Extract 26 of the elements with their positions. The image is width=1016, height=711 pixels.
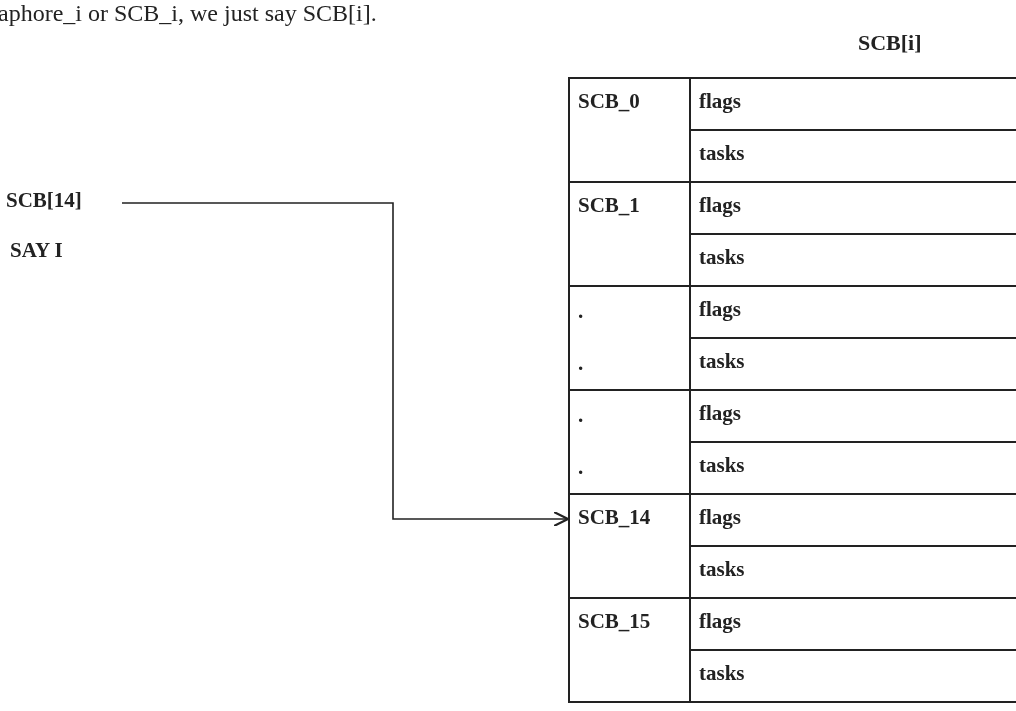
- pointer-label: SCB[14]: [5, 188, 82, 213]
- cell-text: flags: [698, 89, 741, 114]
- cell-text: tasks: [698, 661, 745, 686]
- cell-text: .: [577, 351, 584, 376]
- cell-text: tasks: [698, 245, 745, 270]
- cell-text: .: [577, 403, 584, 428]
- cell-text: flags: [698, 609, 741, 634]
- cell-text: SCB_1: [577, 193, 640, 218]
- cell-text: tasks: [698, 453, 745, 478]
- cell-text: SCB_15: [577, 609, 651, 634]
- cell-text: .: [577, 299, 584, 324]
- note-text: SAY I: [10, 238, 63, 263]
- cell-text: flags: [698, 505, 741, 530]
- table-title: SCB[i]: [858, 30, 922, 56]
- cell-text: flags: [698, 401, 741, 426]
- cell-text: flags: [698, 193, 741, 218]
- table-cell: [568, 77, 691, 183]
- cell-text: .: [577, 455, 584, 480]
- cell-text: tasks: [698, 141, 745, 166]
- cell-text: SCB_0: [577, 89, 640, 114]
- cell-text: tasks: [698, 557, 745, 582]
- connector-arrow: [121, 202, 570, 528]
- cell-text: tasks: [698, 349, 745, 374]
- cell-text: flags: [698, 297, 741, 322]
- table-cell: [568, 597, 691, 703]
- cell-text: SCB_14: [577, 505, 651, 530]
